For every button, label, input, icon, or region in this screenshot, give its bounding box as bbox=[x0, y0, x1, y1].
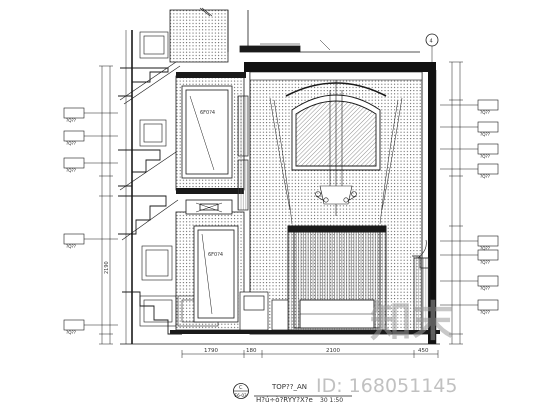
drawing-scale: 30 1:50 bbox=[320, 397, 343, 404]
svg-text:?Q??: ?Q?? bbox=[480, 246, 490, 251]
right-material-tags bbox=[440, 99, 499, 311]
svg-text:?Q??: ?Q?? bbox=[66, 330, 76, 335]
svg-text:?Q??: ?Q?? bbox=[480, 154, 490, 159]
upper-floor-section bbox=[169, 7, 420, 63]
detail-marker-top: C bbox=[239, 385, 243, 391]
mirror-frame bbox=[185, 199, 233, 215]
svg-text:?Q??: ?Q?? bbox=[480, 110, 490, 115]
svg-text:?Q??: ?Q?? bbox=[480, 310, 490, 315]
right-dimension-chain bbox=[449, 61, 463, 345]
svg-text:?Q??: ?Q?? bbox=[66, 118, 76, 123]
chandelier bbox=[315, 80, 357, 216]
drawing-title-line-2: H?ú÷ò?RYY?X?e bbox=[256, 396, 313, 404]
svg-text:?Q??: ?Q?? bbox=[480, 132, 490, 137]
grid-marker-label: 4 bbox=[430, 39, 433, 45]
drawing-title-line-1: TOP??_AN bbox=[271, 383, 307, 391]
svg-text:?Q??: ?Q?? bbox=[66, 244, 76, 249]
floor-line bbox=[120, 330, 440, 345]
left-material-tags bbox=[63, 107, 118, 331]
fireplace bbox=[287, 225, 387, 331]
left-dimension-chain bbox=[99, 65, 113, 345]
pilaster bbox=[237, 95, 249, 211]
bottom-dimension-1: 1790 bbox=[204, 348, 218, 354]
left-dimension-value: 2190 bbox=[104, 261, 110, 274]
right-wall-section bbox=[412, 70, 437, 344]
watermark-text: 知末 bbox=[370, 297, 454, 346]
left-tag-text: ?Q?? ?Q?? ?Q?? ?Q?? ?Q?? bbox=[66, 118, 76, 335]
svg-text:6F0?4: 6F0?4 bbox=[208, 252, 223, 258]
staircase bbox=[118, 30, 182, 344]
svg-text:?Q??: ?Q?? bbox=[66, 141, 76, 146]
watermark-id: ID: 168051145 bbox=[316, 375, 457, 397]
svg-text:?Q??: ?Q?? bbox=[66, 168, 76, 173]
bottom-dimension-4: 450 bbox=[418, 348, 429, 354]
detail-marker-bottom: E6-03 bbox=[235, 393, 247, 398]
svg-text:?Q??: ?Q?? bbox=[480, 260, 490, 265]
detail-marker bbox=[233, 383, 249, 399]
curtain-lines bbox=[269, 97, 403, 225]
bottom-dimension-3: 2100 bbox=[326, 348, 340, 354]
right-tag-text: ?Q?? ?Q?? ?Q?? ?Q?? ?Q?? ?Q?? ?Q?? ?Q?? bbox=[480, 110, 490, 315]
bottom-dimension-2: 180 bbox=[246, 348, 257, 354]
watermark-logo: 知末 bbox=[370, 297, 454, 346]
furniture bbox=[239, 291, 289, 331]
lower-door: 6F0?4 bbox=[193, 225, 239, 323]
bottom-dimension-chain bbox=[181, 350, 439, 358]
upper-door: 6F0?4 bbox=[181, 85, 233, 179]
svg-text:6F0?4: 6F0?4 bbox=[200, 110, 215, 116]
grid-marker bbox=[425, 33, 439, 62]
svg-text:?Q??: ?Q?? bbox=[480, 286, 490, 291]
svg-text:?Q??: ?Q?? bbox=[480, 174, 490, 179]
